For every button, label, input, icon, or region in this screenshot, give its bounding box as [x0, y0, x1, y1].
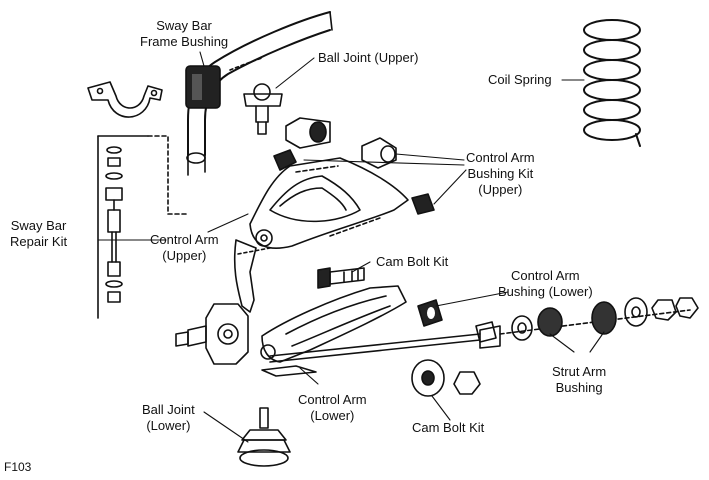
lower-ball-joint — [237, 407, 291, 467]
label-ball-joint-upper: Ball Joint (Upper) — [318, 50, 419, 65]
leader-lines — [97, 51, 605, 443]
label-control-arm-bushing-lower: Control Arm Bushing (Lower) — [498, 268, 593, 299]
label-cam-bolt-kit-lower: Cam Bolt Kit — [412, 420, 485, 435]
cam-bolt-lower — [411, 359, 481, 397]
upper-ball-joint — [243, 83, 283, 135]
repair-kit-bracket — [97, 135, 187, 319]
coil-spring — [583, 19, 641, 147]
label-control-arm-bushing-kit-upper: Control Arm Bushing Kit (Upper) — [466, 150, 535, 197]
label-cam-bolt-kit-upper: Cam Bolt Kit — [376, 254, 449, 269]
label-sway-bar-repair-kit: Sway Bar Repair Kit — [10, 218, 68, 249]
steering-knuckle — [175, 239, 271, 365]
label-control-arm-upper: Control Arm (Upper) — [150, 232, 219, 263]
upper-control-arm — [249, 157, 409, 249]
strut-bushing-stack — [475, 297, 699, 343]
sway-bar-bracket — [87, 81, 163, 118]
label-ball-joint-lower: Ball Joint (Lower) — [142, 402, 195, 433]
label-coil-spring: Coil Spring — [488, 72, 552, 87]
lower-control-arm — [260, 285, 407, 377]
figure-id: F103 — [4, 460, 32, 474]
label-sway-bar-frame-bushing: Sway Bar Frame Bushing — [140, 18, 229, 49]
cam-bolt-upper — [317, 267, 365, 289]
strut-rod — [269, 309, 691, 363]
label-strut-arm-bushing: Strut Arm Bushing — [552, 364, 607, 395]
upper-bushing-parts — [273, 117, 435, 215]
label-control-arm-lower: Control Arm (Lower) — [298, 392, 367, 423]
lower-arm-bushing — [417, 299, 443, 327]
sway-bar-link-stack — [105, 146, 123, 303]
sway-bar-frame-bushing — [185, 65, 221, 109]
